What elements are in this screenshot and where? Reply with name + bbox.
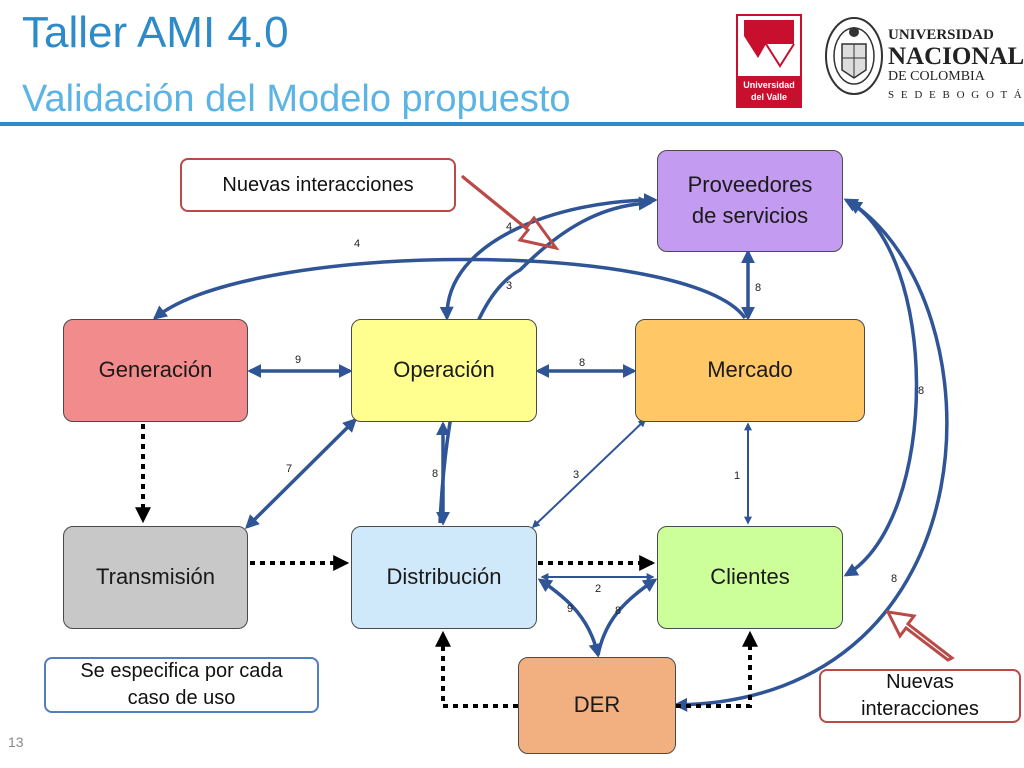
edge-label-prov-der: 8 <box>891 573 897 585</box>
edge-label-prov-op-3: 3 <box>506 280 512 292</box>
dotted-der-distribucion <box>435 630 518 708</box>
node-der-label: DER <box>573 692 621 718</box>
arrow-distribucion-mercado <box>531 418 647 529</box>
slide-title: Taller AMI 4.0 <box>22 8 289 57</box>
note-caso-de-uso-text: Se especifica por cada caso de uso <box>80 660 283 709</box>
edge-label-mer-cli: 1 <box>734 470 740 482</box>
edge-label-prov-op-4: 4 <box>506 221 512 233</box>
callout-nuevas-top-text: Nuevas interacciones <box>222 173 414 196</box>
callout-arrow-top-icon <box>460 174 560 251</box>
univalle-logo: Universidad del Valle <box>736 14 802 108</box>
node-proveedores: Proveedores de servicios <box>657 150 843 252</box>
callout-nuevas-interacciones-bottom: Nuevas interacciones <box>819 669 1021 723</box>
node-proveedores-label: Proveedores de servicios <box>687 172 813 228</box>
edge-label-tra-op: 7 <box>286 463 292 475</box>
callout-arrow-bottom-icon <box>885 610 955 662</box>
edge-label-op-dis: 8 <box>432 468 438 480</box>
node-transmision: Transmisión <box>63 526 248 629</box>
slide-subtitle: Validación del Modelo propuesto <box>22 78 571 120</box>
unal-logo-text: UNIVERSIDAD NACIONAL DE COLOMBIA S E D E… <box>888 28 1024 101</box>
node-der: DER <box>518 657 676 754</box>
callout-nuevas-interacciones-top: Nuevas interacciones <box>180 158 456 212</box>
unal-crest-icon <box>825 17 883 95</box>
node-operacion: Operación <box>351 319 537 422</box>
node-generacion-label: Generación <box>98 357 213 383</box>
node-mercado-label: Mercado <box>707 357 793 383</box>
edge-label-dis-mer: 3 <box>573 469 579 481</box>
edge-label-gen-mer: 4 <box>354 238 360 250</box>
unal-logo-line3: DE COLOMBIA <box>888 69 985 84</box>
node-distribucion-label: Distribución <box>386 564 502 590</box>
node-distribucion: Distribución <box>351 526 537 629</box>
dotted-der-clientes <box>676 630 758 708</box>
node-mercado: Mercado <box>635 319 865 422</box>
edge-label-gen-op: 9 <box>295 354 301 366</box>
edge-label-op-mer: 8 <box>579 357 585 369</box>
node-clientes: Clientes <box>657 526 843 629</box>
title-divider <box>0 122 1024 126</box>
arrow-clientes-der <box>596 578 658 656</box>
unal-logo-line1: UNIVERSIDAD <box>888 27 994 43</box>
arrow-operacion-proveedores <box>439 193 658 321</box>
page-number: 13 <box>8 734 24 750</box>
univalle-logo-line1: Universidad <box>743 80 795 90</box>
node-clientes-label: Clientes <box>710 564 790 590</box>
edge-label-cli-der: 8 <box>615 605 621 617</box>
unal-logo-line2: NACIONAL <box>888 43 1024 70</box>
arrow-mercado-generacion <box>152 257 747 320</box>
edge-label-prov-cli: 8 <box>918 385 924 397</box>
note-caso-de-uso: Se especifica por cada caso de uso <box>44 657 319 713</box>
callout-nuevas-bottom-text: Nuevas interacciones <box>861 671 979 720</box>
univalle-logo-line2: del Valle <box>751 92 787 102</box>
edge-label-dis-der-2: 2 <box>595 583 601 595</box>
node-transmision-label: Transmisión <box>96 564 215 590</box>
node-operacion-label: Operación <box>393 357 495 383</box>
arrow-distribucion-der <box>537 578 603 658</box>
unal-logo-line4: S E D E B O G O T Á <box>888 89 1024 101</box>
arrow-proveedores-der <box>673 200 949 712</box>
arrow-proveedores-clientes <box>843 198 919 577</box>
edge-label-dis-der-9: 9 <box>567 603 573 615</box>
edge-label-prov-mer: 8 <box>755 282 761 294</box>
node-generacion: Generación <box>63 319 248 422</box>
arrow-transmision-operacion <box>245 418 357 529</box>
